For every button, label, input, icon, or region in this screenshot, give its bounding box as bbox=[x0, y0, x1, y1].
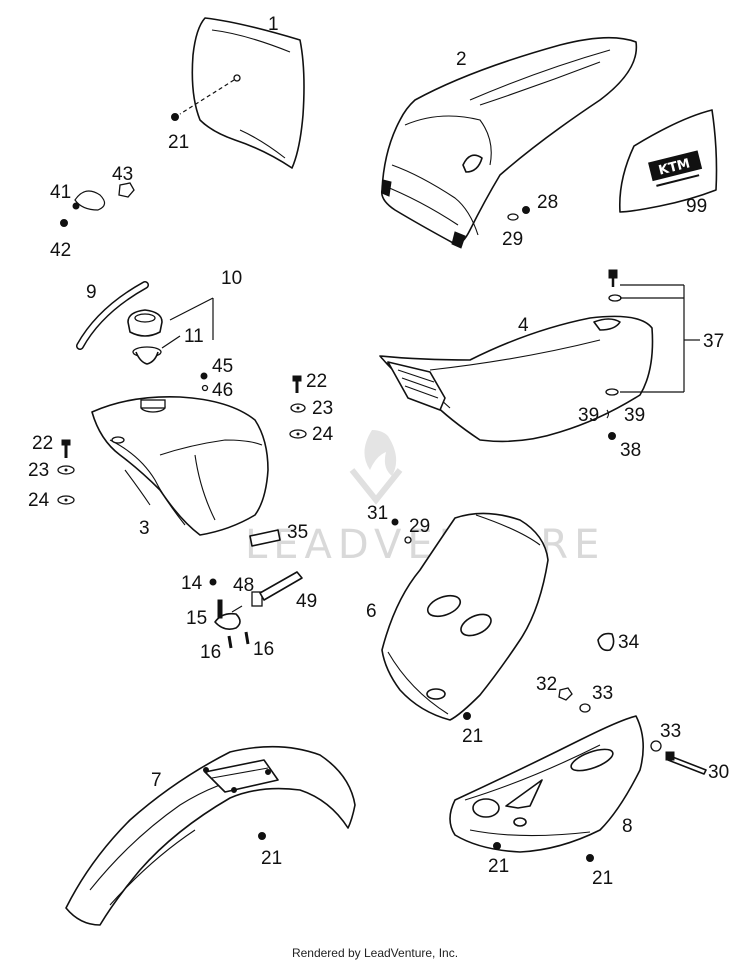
fuel-tap-hardware bbox=[209, 571, 303, 649]
callout-24: 24 bbox=[312, 424, 334, 445]
callout-10: 10 bbox=[221, 268, 242, 289]
part-2-rear-fender bbox=[380, 36, 638, 249]
leader-lines bbox=[161, 297, 214, 349]
hardware-22-23-24-right bbox=[289, 375, 307, 439]
part-1-number-plate bbox=[171, 17, 305, 169]
callout-15: 15 bbox=[186, 608, 207, 629]
callout-32: 32 bbox=[536, 674, 557, 695]
callout-11: 11 bbox=[184, 326, 204, 347]
part-9-hose bbox=[76, 281, 149, 350]
callout-21-skid-right: 21 bbox=[592, 868, 613, 889]
callout-22: 22 bbox=[306, 371, 327, 392]
part-10-tank-cap bbox=[127, 309, 163, 337]
fender-hardware bbox=[507, 206, 530, 221]
hardware-41-42-43 bbox=[60, 182, 135, 227]
callout-23: 23 bbox=[312, 398, 333, 419]
callout-30: 30 bbox=[708, 762, 729, 783]
callout-38: 38 bbox=[620, 440, 641, 461]
callout-2: 2 bbox=[456, 49, 467, 70]
callout-4: 4 bbox=[518, 315, 529, 336]
callout-39: 39 bbox=[578, 405, 599, 426]
callout-45: 45 bbox=[212, 356, 233, 377]
callout-1: 1 bbox=[268, 14, 279, 35]
callout-43: 43 bbox=[112, 164, 133, 185]
part-6-side-cover bbox=[381, 512, 549, 721]
callout-9: 9 bbox=[86, 282, 97, 303]
callout-7: 7 bbox=[151, 770, 162, 791]
callout-labels: 1 21 2 99 28 29 41 43 42 9 10 11 45 46 2… bbox=[28, 14, 729, 889]
callout-41: 41 bbox=[50, 182, 71, 203]
callout-6: 6 bbox=[366, 601, 377, 622]
callout-29: 29 bbox=[502, 229, 523, 250]
watermark: LEADVENTURE bbox=[245, 430, 599, 568]
part-7-front-fender bbox=[65, 745, 356, 926]
callout-37: 37 bbox=[703, 331, 724, 352]
callout-49: 49 bbox=[296, 591, 317, 612]
callout-16: 16 bbox=[200, 642, 221, 663]
callout-3: 3 bbox=[139, 518, 150, 539]
callout-31: 31 bbox=[367, 503, 388, 524]
hardware-22-23-24-left bbox=[57, 439, 75, 505]
callout-48: 48 bbox=[233, 575, 254, 596]
callout-14: 14 bbox=[181, 573, 203, 594]
callout-23-left: 23 bbox=[28, 460, 49, 481]
callout-24-left: 24 bbox=[28, 490, 50, 511]
hardware-21-side bbox=[463, 712, 471, 720]
ktm-logo: KTM bbox=[657, 156, 692, 178]
callout-99: 99 bbox=[686, 196, 707, 217]
part-99-decal: KTM bbox=[618, 109, 718, 213]
callout-21: 21 bbox=[168, 132, 189, 153]
callout-8: 8 bbox=[622, 816, 633, 837]
hardware-32-33-34 bbox=[558, 632, 707, 775]
callout-21-side: 21 bbox=[462, 726, 483, 747]
part-35-strip bbox=[249, 529, 281, 547]
callout-34: 34 bbox=[618, 632, 640, 653]
part-11-cap-seal bbox=[132, 346, 162, 365]
callout-21-fender: 21 bbox=[261, 848, 282, 869]
callout-28: 28 bbox=[537, 192, 558, 213]
callout-33-right: 33 bbox=[660, 721, 681, 742]
callout-22-left: 22 bbox=[32, 433, 53, 454]
footer-credit: Rendered by LeadVenture, Inc. bbox=[291, 946, 459, 960]
hardware-45-46 bbox=[200, 372, 209, 392]
callout-42: 42 bbox=[50, 240, 71, 261]
callout-16-right: 16 bbox=[253, 639, 274, 660]
callout-39-right: 39 bbox=[624, 405, 645, 426]
part-3-fuel-tank bbox=[91, 395, 269, 536]
part-4-seat bbox=[379, 315, 654, 443]
seat-hardware-37 bbox=[605, 269, 700, 440]
callout-35: 35 bbox=[287, 522, 308, 543]
part-8-skid-plate bbox=[449, 715, 644, 862]
callout-33: 33 bbox=[592, 683, 613, 704]
callout-29-side: 29 bbox=[409, 516, 430, 537]
callout-46: 46 bbox=[212, 380, 233, 401]
callout-21-skid-left: 21 bbox=[488, 856, 509, 877]
